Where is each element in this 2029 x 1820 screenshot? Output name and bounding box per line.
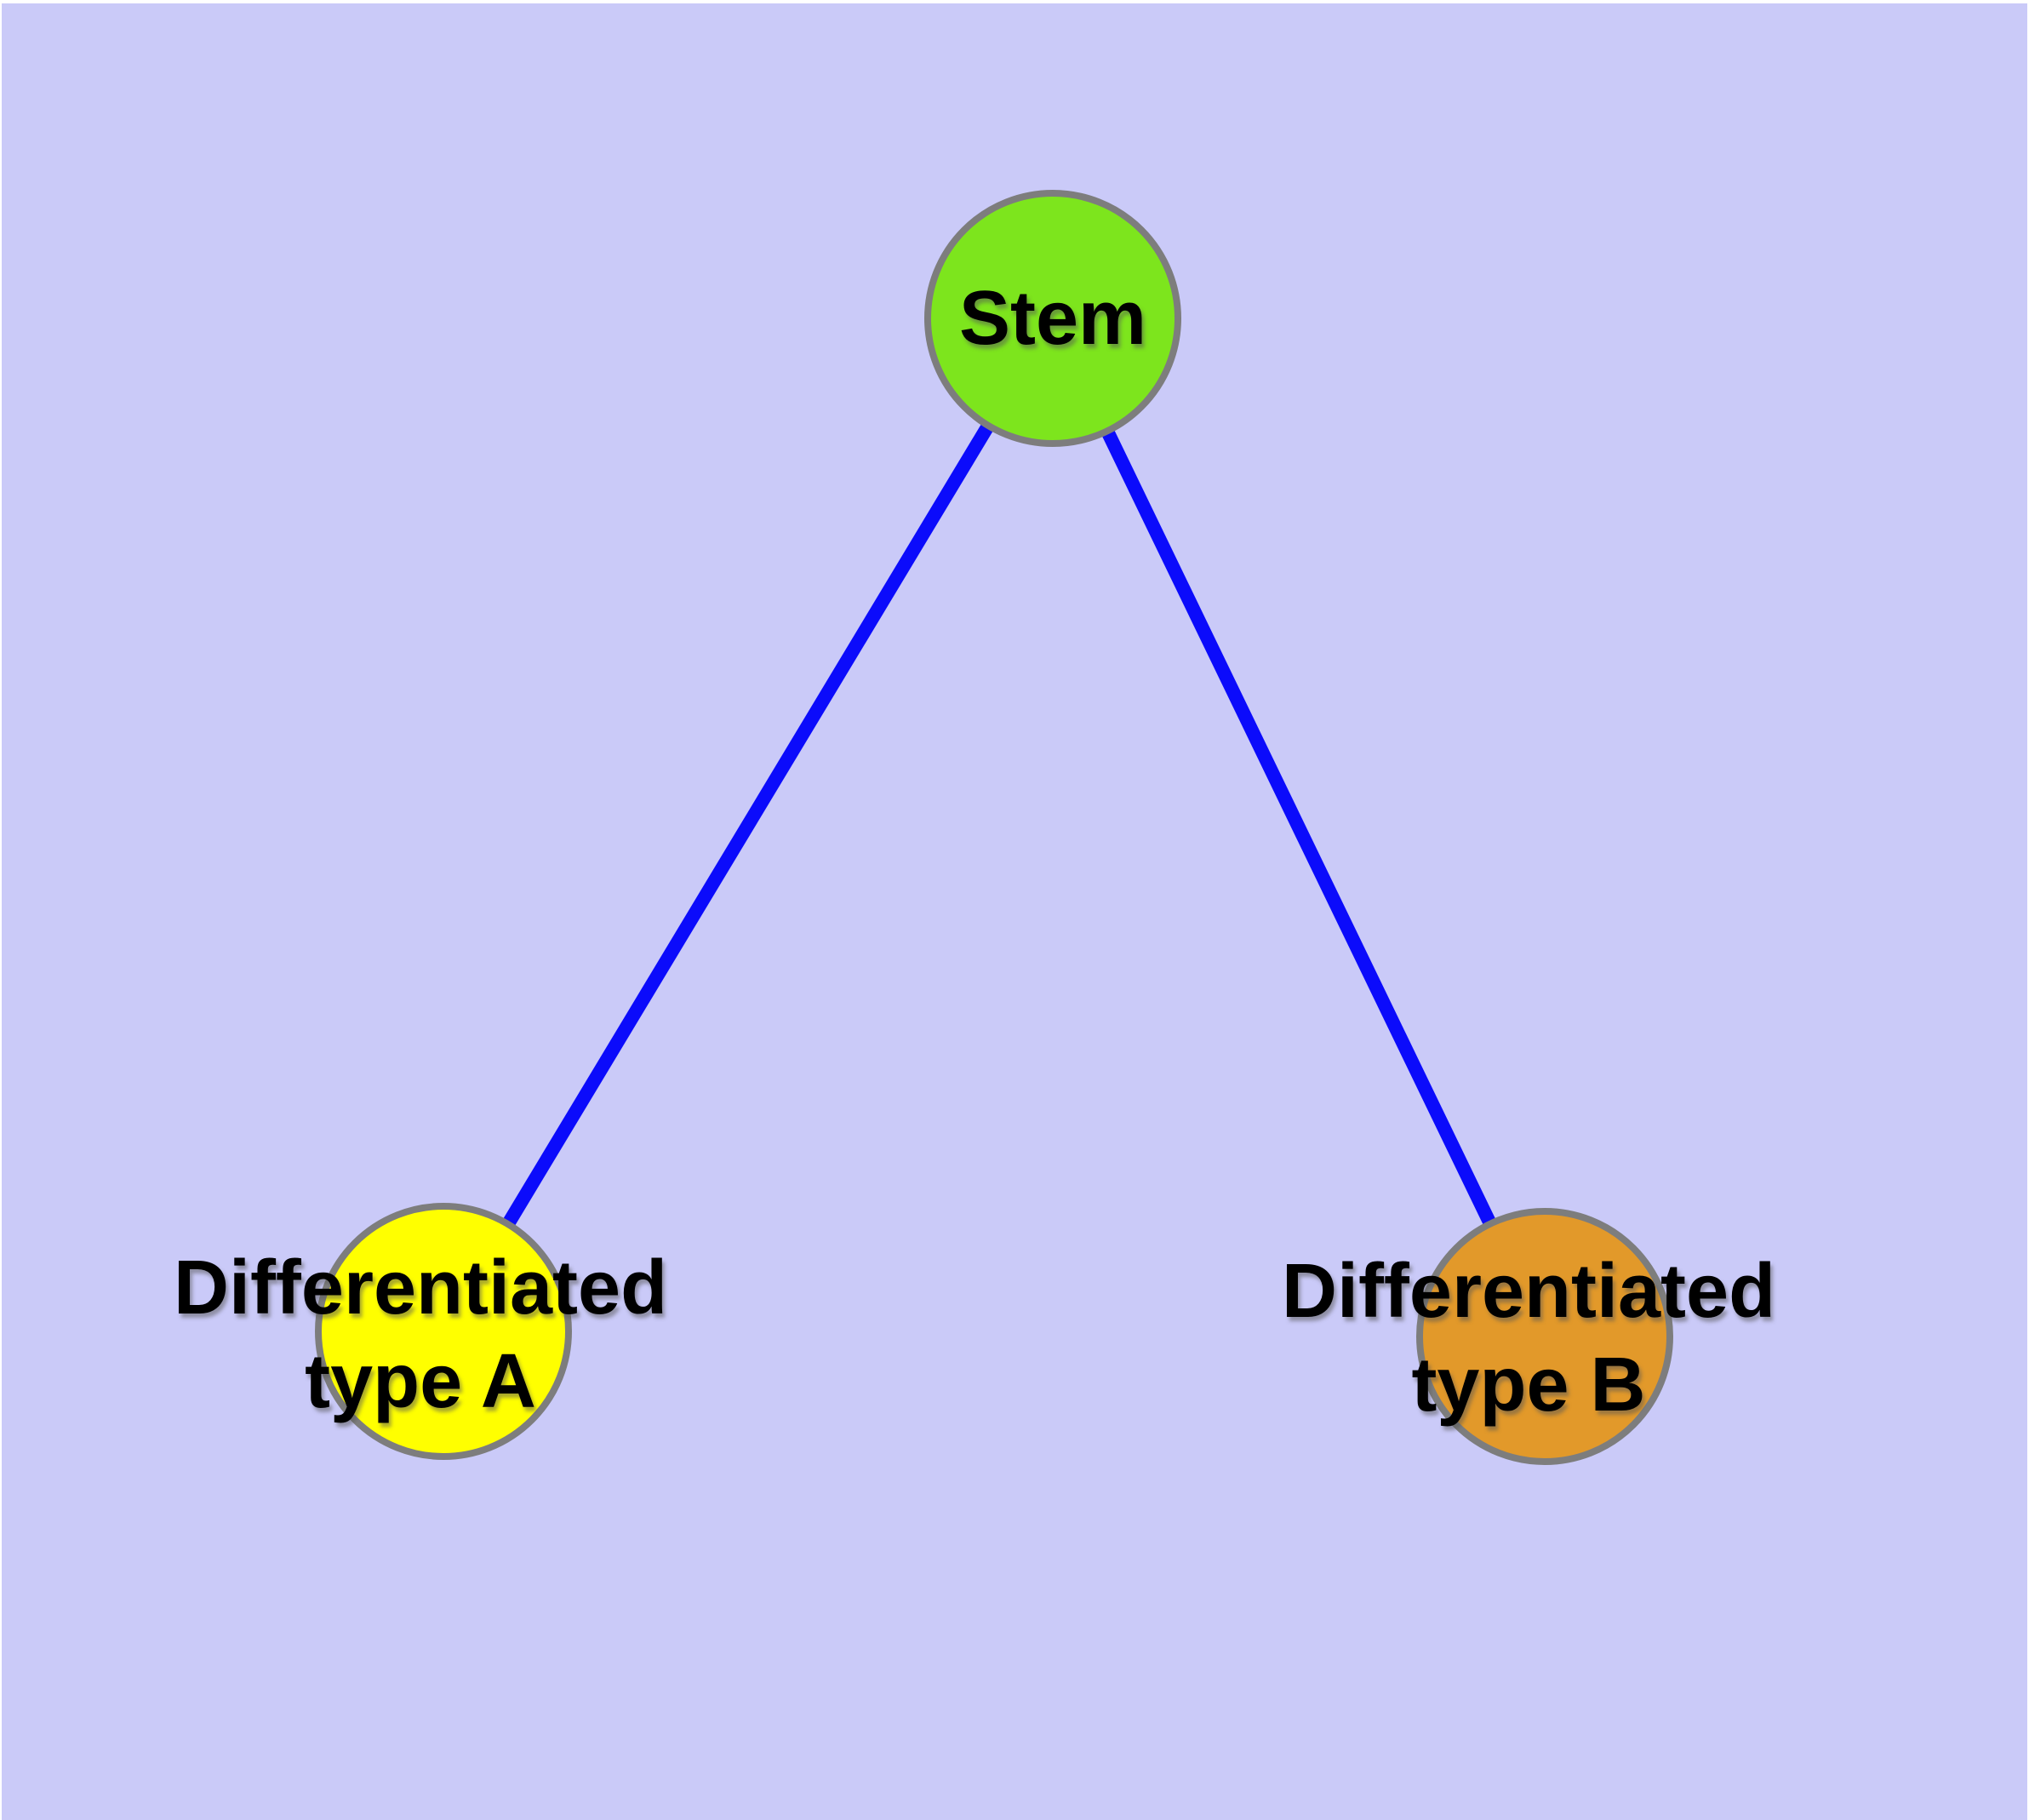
node-stem — [924, 190, 1181, 447]
node-label-stem: Stem — [959, 272, 1146, 365]
edge-stem-to-type-a — [437, 314, 1059, 1336]
node-label-differentiated-type-b: Differentiated type B — [1282, 1245, 1775, 1432]
node-label-differentiated-type-a: Differentiated type A — [174, 1241, 667, 1428]
label-line: Differentiated — [1281, 1249, 1776, 1334]
label-line: type B — [1411, 1342, 1646, 1428]
node-differentiated-type-a — [315, 1203, 572, 1460]
edge-stem-to-type-b — [1046, 315, 1552, 1340]
label-line: Stem — [958, 276, 1147, 361]
node-differentiated-type-b — [1416, 1208, 1673, 1465]
label-line: Differentiated — [173, 1245, 668, 1331]
label-line: type A — [305, 1339, 536, 1424]
